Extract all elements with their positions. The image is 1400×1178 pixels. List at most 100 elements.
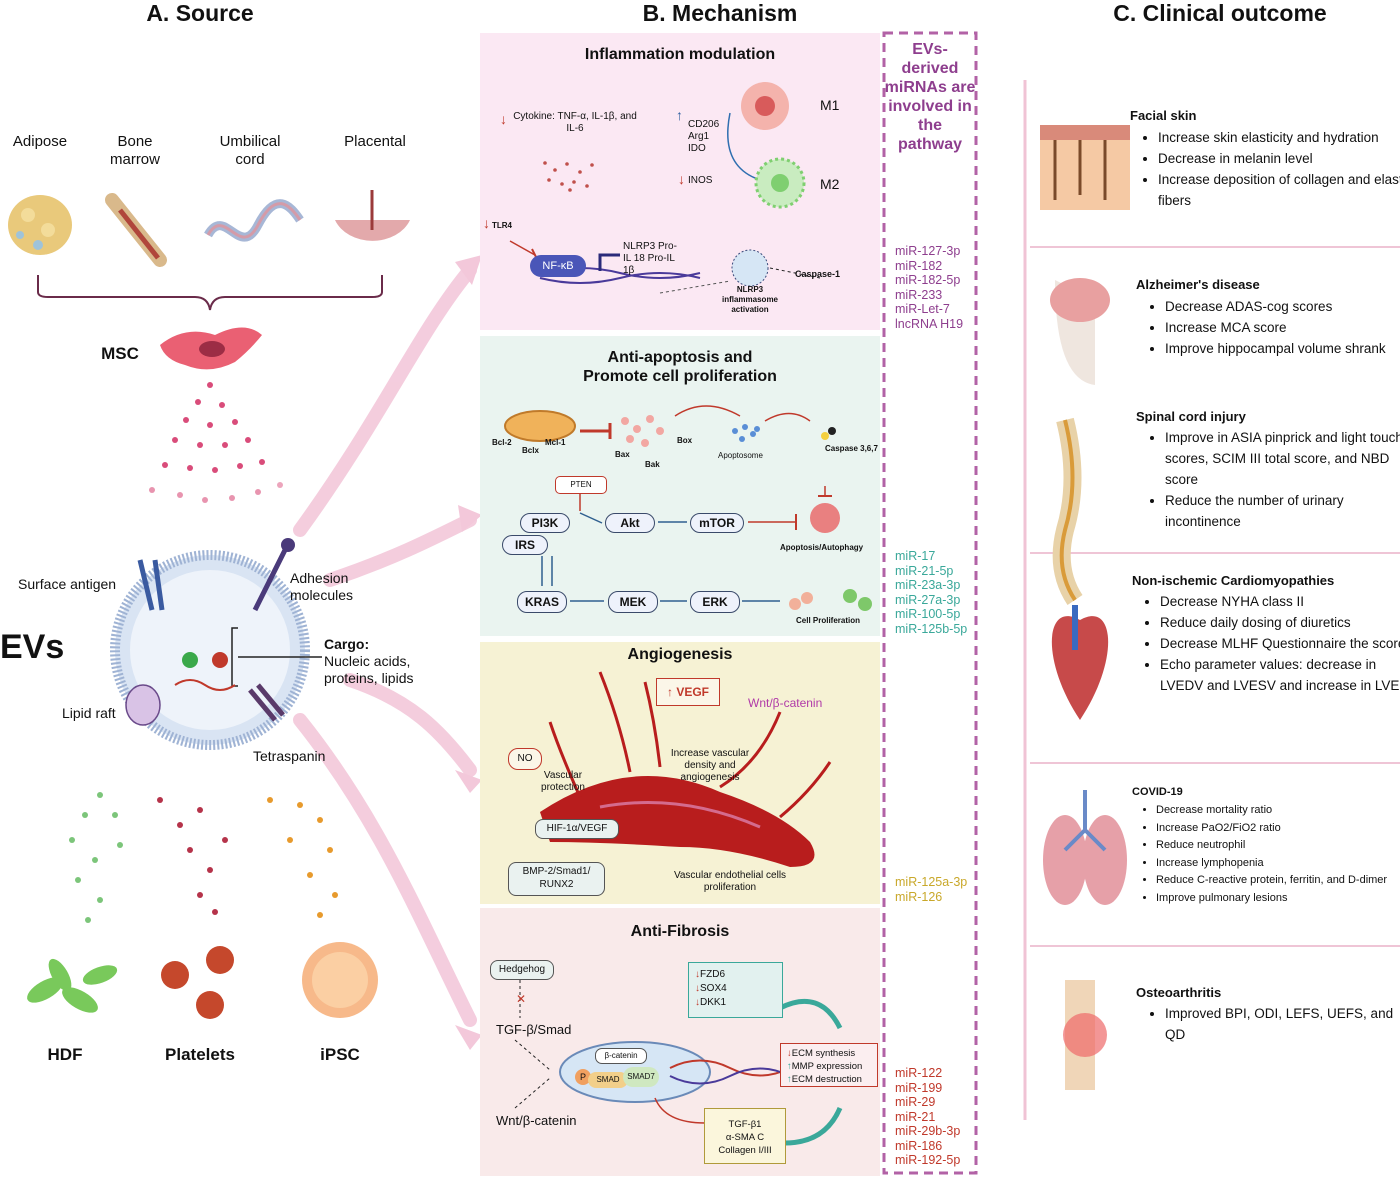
- mirna-item: miR-233: [895, 287, 943, 302]
- collagen-label: Collagen I/III: [718, 1145, 772, 1156]
- outcome-item: Increase MCA score: [1165, 317, 1395, 338]
- nfkb-node: NF-κB: [530, 255, 586, 277]
- outcome-item: Increase deposition of collagen and elas…: [1158, 169, 1400, 211]
- sox4-label: SOX4: [700, 983, 727, 994]
- brain-head-illustration: [1050, 278, 1110, 385]
- outcome-divider: [1030, 762, 1400, 764]
- mirna-item: miR-17: [895, 549, 936, 563]
- mirna-item: miR-186: [895, 1138, 943, 1153]
- ipsc-colony: [302, 942, 378, 1018]
- blood-vessel: [540, 671, 832, 867]
- vascular-protection: Vascular protection: [541, 770, 585, 793]
- arrow-heads: [455, 255, 482, 1050]
- endothelial-proliferation: Vascular endothelial cells proliferation: [673, 870, 787, 893]
- cargo-text: Nucleic acids, proteins, lipids: [324, 653, 414, 686]
- tgf-smad-label: TGF-β/Smad: [496, 1022, 572, 1037]
- placental-image: [335, 190, 410, 241]
- header-mechanism: B. Mechanism: [642, 0, 798, 26]
- panel-anti-fibrosis: Anti-Fibrosis Hedgehog TGF-β/Smad Wnt/β-…: [480, 908, 880, 1176]
- clinical-illustrations: [1040, 125, 1130, 1090]
- macrophage-polarization: [727, 82, 806, 209]
- no-node: NO: [508, 748, 542, 770]
- outcome-item: Decrease in melanin level: [1158, 148, 1400, 169]
- smad-node: SMAD: [588, 1072, 628, 1088]
- mirna-list-angiogenesis: miR-125a-3p miR-126: [895, 875, 967, 904]
- nlrp3-list: NLRP3 Pro-IL 18 Pro-IL 1β: [623, 241, 677, 276]
- mirna-item: miR-125b-5p: [895, 621, 968, 636]
- cytokine-text: Cytokine: TNF-α, IL-1β, and IL-6: [513, 111, 637, 134]
- source-umbilical-cord-label: Umbilical cord: [219, 133, 281, 168]
- outcome-title: Alzheimer's disease: [1136, 277, 1260, 292]
- ecm-synthesis-label: ECM synthesis: [791, 1048, 856, 1059]
- outcome-title: Facial skin: [1130, 108, 1197, 123]
- outcome-item: Increase skin elasticity and hydration: [1158, 127, 1400, 148]
- irs-node: IRS: [502, 535, 548, 555]
- pi3k-node: PI3K: [520, 513, 570, 533]
- cytokine-dots: [543, 161, 594, 192]
- asma-label: α-SMA C: [725, 1132, 765, 1143]
- outcome-title: COVID-19: [1132, 786, 1183, 798]
- outcome-item: Improve in ASIA pinprick and light touch…: [1165, 427, 1400, 490]
- outcome-item: Increase lymphopenia: [1156, 855, 1396, 873]
- outcome-item: Decrease NYHA class II: [1160, 591, 1400, 612]
- msc-cell: [160, 327, 262, 370]
- inos-text: INOS: [688, 175, 713, 186]
- ecm-destruction-label: ECM destruction: [791, 1074, 862, 1085]
- tgfb1-box: TGF-β1 α-SMA C Collagen I/III: [704, 1108, 786, 1164]
- mitochondria-pathway: [504, 405, 836, 447]
- mirna-item: miR-29b-3p: [895, 1124, 961, 1138]
- caspase-367-label: Caspase 3,6,7: [825, 444, 878, 453]
- bone-marrow-image: [105, 193, 167, 267]
- mcl1-label: Mcl-1: [545, 438, 566, 447]
- tgfb1-label: TGF-β1: [728, 1119, 762, 1130]
- outcome-item: Decrease MLHF Questionnaire the score: [1160, 633, 1400, 654]
- mek-node: MEK: [608, 591, 658, 613]
- fibrosis-title: Anti-Fibrosis: [630, 923, 730, 940]
- fibrosis-graphics: ✕: [514, 980, 843, 1146]
- mirna-item: miR-21-5p: [895, 563, 954, 578]
- mirna-item: miR-21: [895, 1109, 936, 1124]
- panel-inflammation-modulation: Inflammation modulation Cytokine: TNF-α,…: [480, 33, 880, 330]
- inflammation-title: Inflammation modulation: [584, 46, 776, 63]
- cytokine-down-arrow: ↓: [500, 111, 507, 127]
- mirna-header: EVs-derived miRNAs are involved in the p…: [884, 41, 976, 153]
- outcome-divider: [1030, 945, 1400, 947]
- mirna-item: miR-125a-3p: [895, 875, 968, 889]
- pathway-arrows: [293, 263, 477, 1027]
- evs-label: EVs: [0, 628, 65, 666]
- outcome-title: Non-ischemic Cardiomyopathies: [1132, 573, 1335, 588]
- mirna-item: miR-29: [895, 1095, 936, 1109]
- tlr4-label: TLR4: [492, 221, 512, 230]
- fzd6-label: FZD6: [700, 969, 725, 980]
- apoptosis-title-1: Anti-apoptosis and: [607, 349, 753, 366]
- svg-text:✕: ✕: [516, 992, 526, 1006]
- p-node: P: [575, 1069, 591, 1085]
- panel-angiogenesis: Angiogenesis ↑ VEGF Wnt/β-catenin Increa…: [480, 642, 880, 904]
- m2-label: M2: [820, 176, 840, 192]
- bcl2-label: Bcl-2: [492, 438, 512, 447]
- caspase-1-label: Caspase-1: [795, 269, 841, 279]
- bmp-smad-node: BMP-2/Smad1/ RUNX2: [508, 862, 605, 896]
- fzd6-box: ↓FZD6 ↓SOX4 ↓DKK1: [688, 962, 783, 1018]
- bax-label: Bax: [615, 450, 630, 459]
- hedgehog-node: Hedgehog: [490, 960, 554, 980]
- outcome-title: Spinal cord injury: [1136, 409, 1246, 424]
- source-placental-label: Placental: [344, 133, 406, 150]
- mirna-list-apoptosis: miR-17 miR-21-5p miR-23a-3p miR-27a-3p m…: [895, 549, 967, 636]
- mtor-node: mTOR: [690, 513, 744, 533]
- angiogenesis-title: Angiogenesis: [627, 646, 733, 663]
- apoptosome-label: Apoptosome: [718, 451, 763, 460]
- increase-vascular-density: Increase vascular density and angiogenes…: [670, 748, 750, 783]
- mirna-list-inflammation: miR-127-3p miR-182 miR-182-5p miR-233 mi…: [895, 244, 963, 331]
- hdf-cells: [27, 958, 118, 1013]
- mirna-item: miR-192-5p: [895, 1153, 961, 1167]
- mirna-list-fibrosis: miR-122 miR-199 miR-29 miR-21 miR-29b-3p…: [895, 1066, 960, 1168]
- msc-secretion-dots: [149, 382, 283, 503]
- lipid-raft-label: Lipid raft: [62, 705, 116, 721]
- mirna-item: miR-199: [895, 1080, 943, 1095]
- hif-vegf-node: HIF-1α/VEGF: [535, 819, 619, 839]
- markers-up-text: CD206 Arg1 IDO: [688, 119, 720, 154]
- mirna-item: miR-127-3p: [895, 244, 961, 258]
- mirna-item: miR-Let-7: [895, 302, 950, 316]
